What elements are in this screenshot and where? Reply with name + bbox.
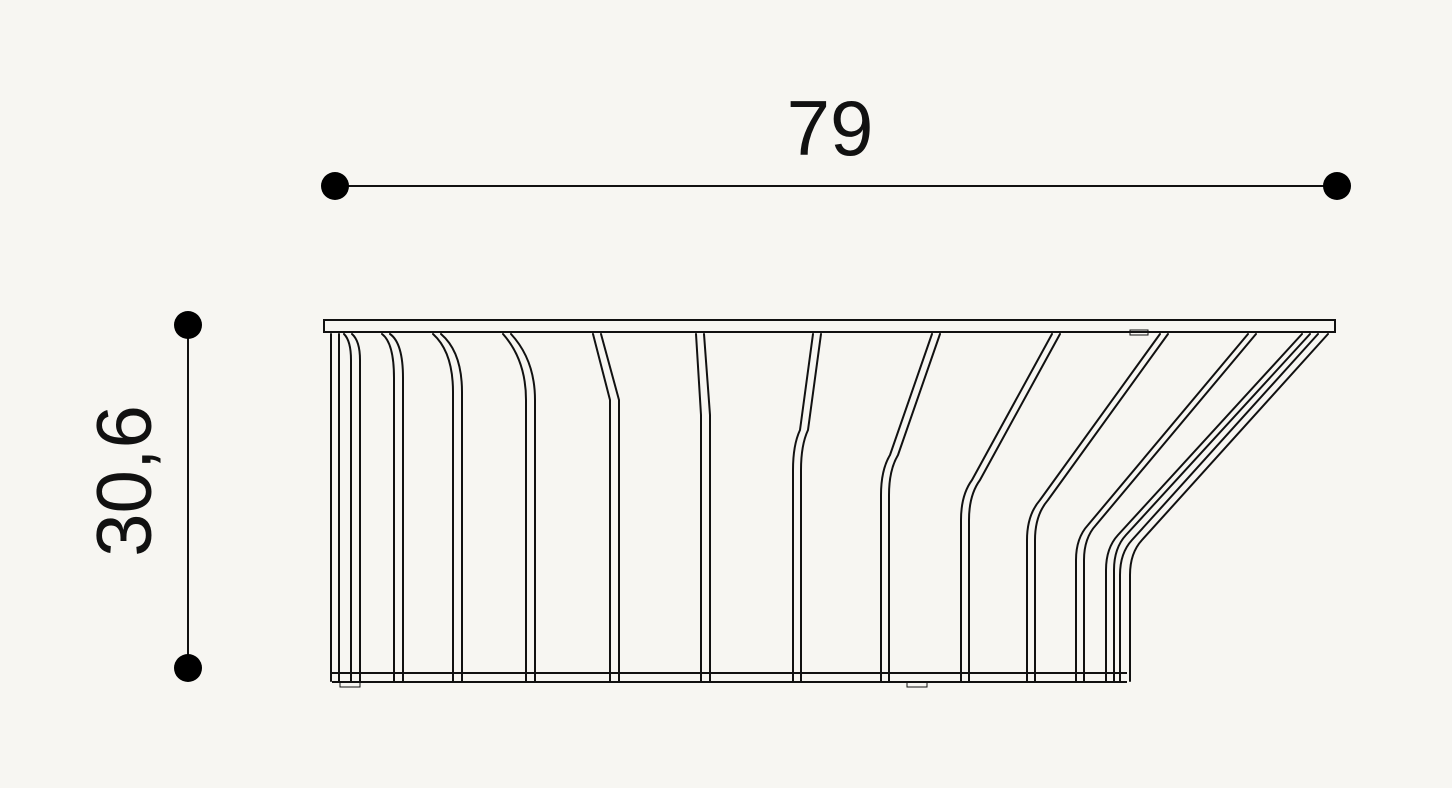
table-top xyxy=(323,319,1336,336)
wire-rod-8 xyxy=(792,333,822,682)
table-base xyxy=(332,672,1127,688)
wire-rod-14 xyxy=(1119,333,1329,682)
table-top-slab xyxy=(323,319,1336,333)
top-clip-right xyxy=(1129,329,1149,336)
height-dimension-bottom-dot xyxy=(174,654,202,682)
wire-rod-7 xyxy=(695,333,711,682)
wire-rod-2 xyxy=(343,333,361,682)
wire-rod-5 xyxy=(502,333,536,682)
wire-rod-13 xyxy=(1105,333,1311,682)
wire-rods xyxy=(330,333,1329,682)
wire-rod-12 xyxy=(1075,333,1257,682)
width-dimension-start-dot xyxy=(321,172,349,200)
foot-left xyxy=(339,681,361,688)
wire-rod-4 xyxy=(432,333,463,682)
width-dimension-label: 79 xyxy=(787,84,874,172)
wire-rod-1 xyxy=(330,333,340,682)
wire-rod-11 xyxy=(1026,333,1169,682)
wire-rod-6 xyxy=(592,333,620,682)
height-dimension-top-dot xyxy=(174,311,202,339)
height-dimension-label: 30,6 xyxy=(80,405,168,557)
height-dimension: 30,6 xyxy=(80,311,202,682)
width-dimension-end-dot xyxy=(1323,172,1351,200)
wire-rod-3 xyxy=(381,333,404,682)
foot-middle xyxy=(906,681,928,688)
wire-rod-10 xyxy=(960,333,1061,682)
width-dimension: 79 xyxy=(321,84,1351,200)
wire-rod-9 xyxy=(880,333,941,682)
